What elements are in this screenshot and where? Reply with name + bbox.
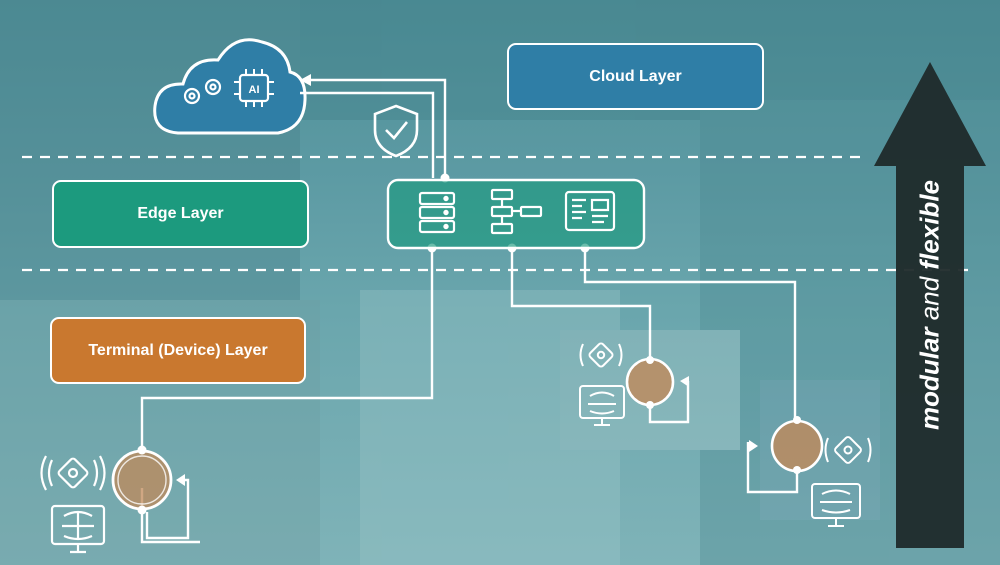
shield-check-icon (373, 104, 419, 158)
edge-layer-text: Edge Layer (137, 205, 224, 222)
monitor-brain-icon (50, 504, 106, 554)
slogan-part-2: and (914, 269, 945, 328)
ai-chip-icon: AI (234, 69, 274, 107)
device-node-mid (579, 342, 689, 426)
monitor-brain-icon (811, 483, 861, 527)
edge-node-panel (386, 178, 646, 250)
ai-chip-label: AI (249, 84, 260, 96)
flowchart-icon (490, 188, 543, 235)
connection-lines (140, 74, 799, 544)
device-node-left (40, 445, 190, 554)
slogan-part-3: flexible (914, 180, 945, 270)
cloud-layer-label: Cloud Layer (507, 43, 764, 110)
cloud-layer-text: Cloud Layer (589, 67, 682, 85)
dashboard-icon (564, 190, 616, 232)
terminal-layer-label: Terminal (Device) Layer (50, 317, 306, 384)
device-node-right (749, 416, 872, 527)
monitor-brain-icon (579, 385, 625, 426)
edge-layer-label: Edge Layer (52, 180, 309, 248)
sensor-icon (824, 436, 872, 464)
terminal-layer-text: Terminal (Device) Layer (88, 341, 268, 359)
sensor-icon (40, 455, 106, 491)
device-node-icon (117, 455, 167, 505)
slogan-part-1: modular (914, 327, 945, 430)
server-icon (418, 191, 456, 234)
upward-arrow (874, 62, 986, 548)
slogan: modular and flexible (915, 180, 946, 430)
gear-icon (183, 78, 222, 105)
cloud-icon: AI (153, 38, 307, 135)
sensor-icon (579, 342, 623, 368)
feedback-arrow-icon (145, 478, 190, 540)
